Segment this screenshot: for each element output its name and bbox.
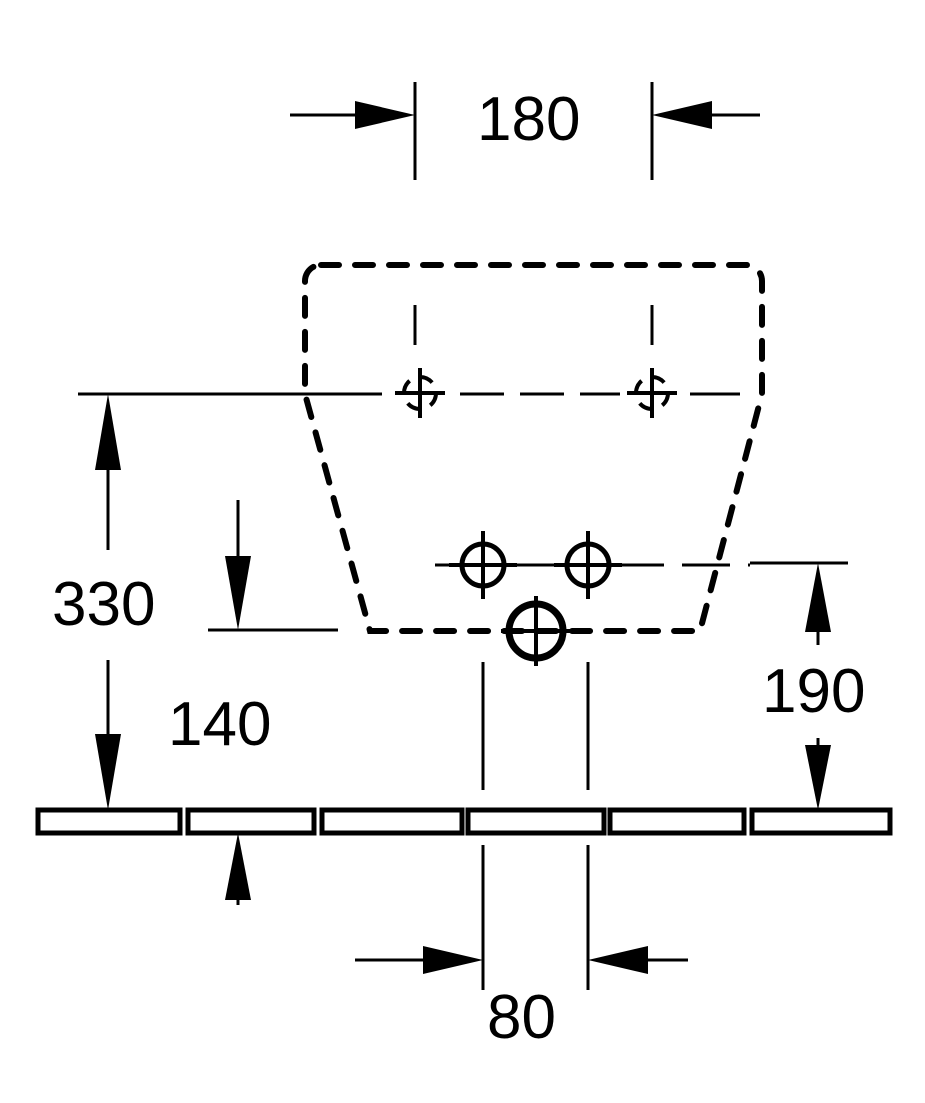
arrowhead-190-top [805, 563, 831, 632]
water-supply-connection-left [449, 531, 517, 599]
fixture-outline [302, 262, 765, 634]
arrowhead-190-bottom [805, 745, 831, 810]
dimension-80 [355, 662, 688, 990]
floor-segment [465, 807, 607, 836]
upper-mounting-hole-left [395, 305, 445, 418]
dimension-label-80: 80 [487, 983, 556, 1052]
dimension-140 [208, 500, 338, 905]
dimension-label-190: 190 [762, 657, 865, 726]
floor-segment [749, 807, 893, 836]
floor-segment [35, 807, 183, 836]
dimension-180 [290, 82, 760, 180]
arrowhead-80-right [588, 946, 648, 974]
arrowhead-330-top [95, 394, 121, 470]
arrowhead-140-up [225, 833, 251, 900]
arrowhead-180-right [652, 101, 712, 129]
upper-mounting-hole-right [627, 305, 677, 418]
waste-outlet [501, 596, 571, 666]
dimension-label-330: 330 [52, 570, 155, 639]
water-supply-connection-right [554, 531, 622, 599]
arrowhead-330-bottom [95, 734, 121, 810]
floor-segment [319, 807, 465, 836]
dimension-330 [78, 392, 272, 810]
floor-segment [607, 807, 747, 836]
dimension-label-180: 180 [477, 85, 580, 154]
dimension-label-140: 140 [168, 690, 271, 759]
dimension-190 [750, 561, 848, 810]
fixture-outline-path [302, 262, 765, 634]
floor-segment [185, 807, 317, 836]
arrowhead-140-down [225, 556, 251, 630]
arrowhead-80-left [423, 946, 483, 974]
finished-floor-line [35, 807, 893, 836]
arrowhead-180-left [355, 101, 415, 129]
